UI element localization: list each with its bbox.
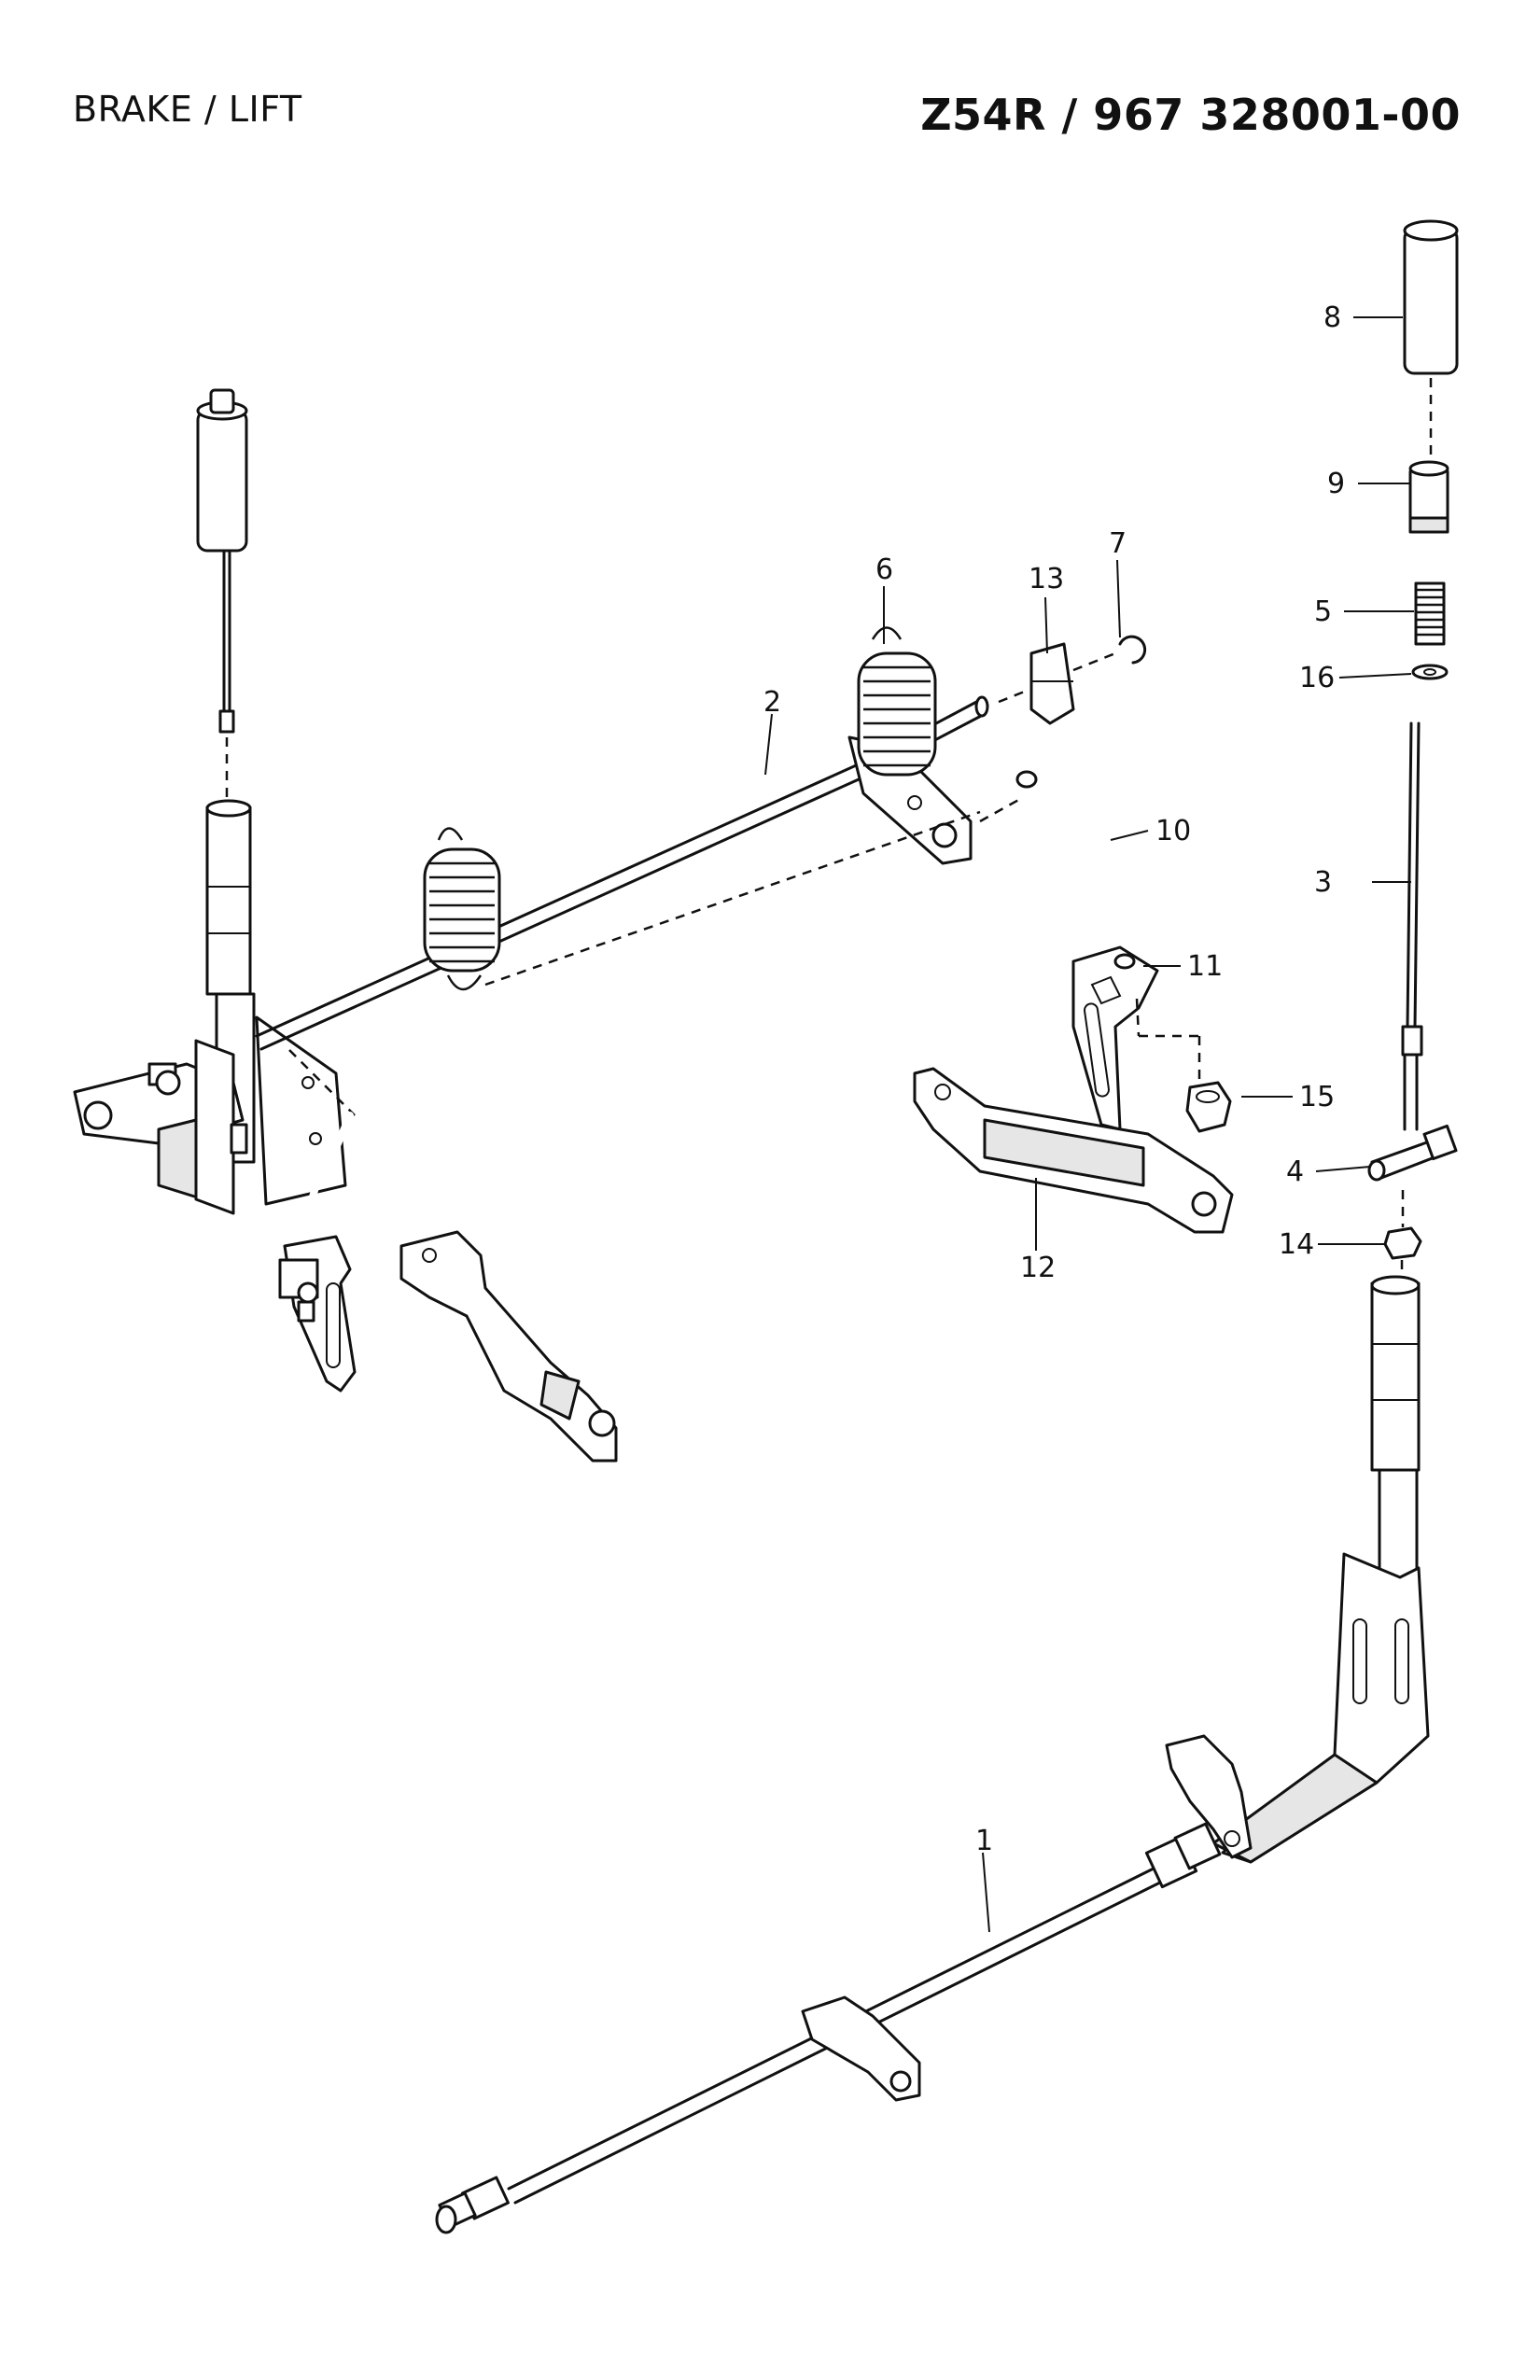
left-rod-link xyxy=(304,1112,354,1250)
washer-16 xyxy=(1411,664,1449,680)
right-spring-6 xyxy=(857,626,937,777)
model-number: Z54R / 967 328001-00 xyxy=(920,90,1461,140)
callout-16: 16 xyxy=(1299,662,1335,694)
callout-9: 9 xyxy=(1327,468,1345,500)
callout-3: 3 xyxy=(1314,866,1332,899)
callout-11: 11 xyxy=(1187,950,1223,983)
nut-14 xyxy=(1383,1226,1422,1260)
callout-1: 1 xyxy=(975,1825,993,1857)
right-lower-bracket xyxy=(1165,1734,1253,1859)
callout-5: 5 xyxy=(1314,595,1332,628)
left-bracket xyxy=(73,1015,347,1215)
callout-14: 14 xyxy=(1279,1228,1314,1261)
left-lower-bracket xyxy=(278,1235,357,1393)
right-lever-arm xyxy=(1211,1552,1430,1864)
nut-15 xyxy=(1185,1081,1232,1133)
e-ring-7 xyxy=(1118,635,1147,665)
rod-3 xyxy=(1401,721,1423,1131)
spring-5 xyxy=(1414,581,1446,646)
left-link-arm xyxy=(399,1230,618,1463)
callout-8: 8 xyxy=(1323,301,1341,334)
right-lever-tube xyxy=(1370,1275,1421,1631)
callout-2: 2 xyxy=(763,686,781,719)
callout-10: 10 xyxy=(1155,815,1191,847)
brake-shaft xyxy=(435,1822,1222,2234)
handle-grip-8 xyxy=(1403,219,1459,375)
link-rod-10 xyxy=(979,770,1115,938)
leader-lines xyxy=(764,316,1414,1933)
spring-align-dash xyxy=(484,810,981,987)
callout-6: 6 xyxy=(875,553,893,586)
callout-4: 4 xyxy=(1286,1155,1304,1188)
bracket-11 xyxy=(1071,945,1159,1131)
section-title: BRAKE / LIFT xyxy=(73,89,302,130)
left-handle-grip xyxy=(196,388,248,803)
insert-9 xyxy=(1408,460,1449,534)
callout-13: 13 xyxy=(1029,563,1064,595)
link-plate-12 xyxy=(913,1067,1234,1234)
callout-7: 7 xyxy=(1109,527,1127,560)
pin-4 xyxy=(1367,1124,1458,1182)
callout-15: 15 xyxy=(1299,1081,1335,1113)
callout-12: 12 xyxy=(1020,1252,1056,1284)
left-spring xyxy=(423,827,501,991)
clip-13 xyxy=(1029,642,1075,725)
